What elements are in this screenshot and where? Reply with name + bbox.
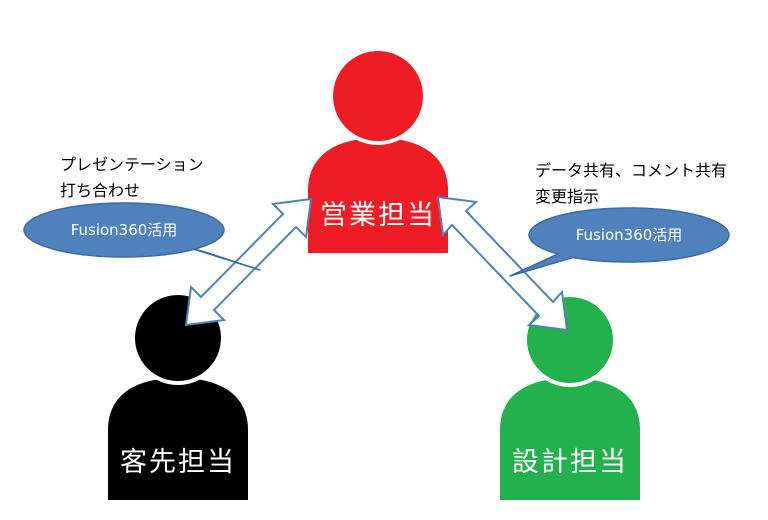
right-callout-bubble xyxy=(509,207,730,277)
design-person-icon xyxy=(500,293,640,500)
right-callout-text: Fusion360活用 xyxy=(575,226,683,244)
arrow-sales-design xyxy=(436,195,569,332)
left-note-line1: プレゼンテーション xyxy=(60,155,204,174)
left-callout-bubble xyxy=(23,202,261,271)
left-callout-text: Fusion360活用 xyxy=(70,221,178,239)
left-note-line2: 打ち合わせ xyxy=(60,181,141,200)
sales-role-label: 営業担当 xyxy=(320,200,436,231)
sales-person-icon xyxy=(308,47,448,253)
right-note-line1: データ共有、コメント共有 xyxy=(535,161,728,180)
design-role-label: 設計担当 xyxy=(512,447,628,478)
arrow-sales-client xyxy=(184,197,313,327)
right-note-line2: 変更指示 xyxy=(535,187,600,206)
client-role-label: 客先担当 xyxy=(120,447,236,478)
